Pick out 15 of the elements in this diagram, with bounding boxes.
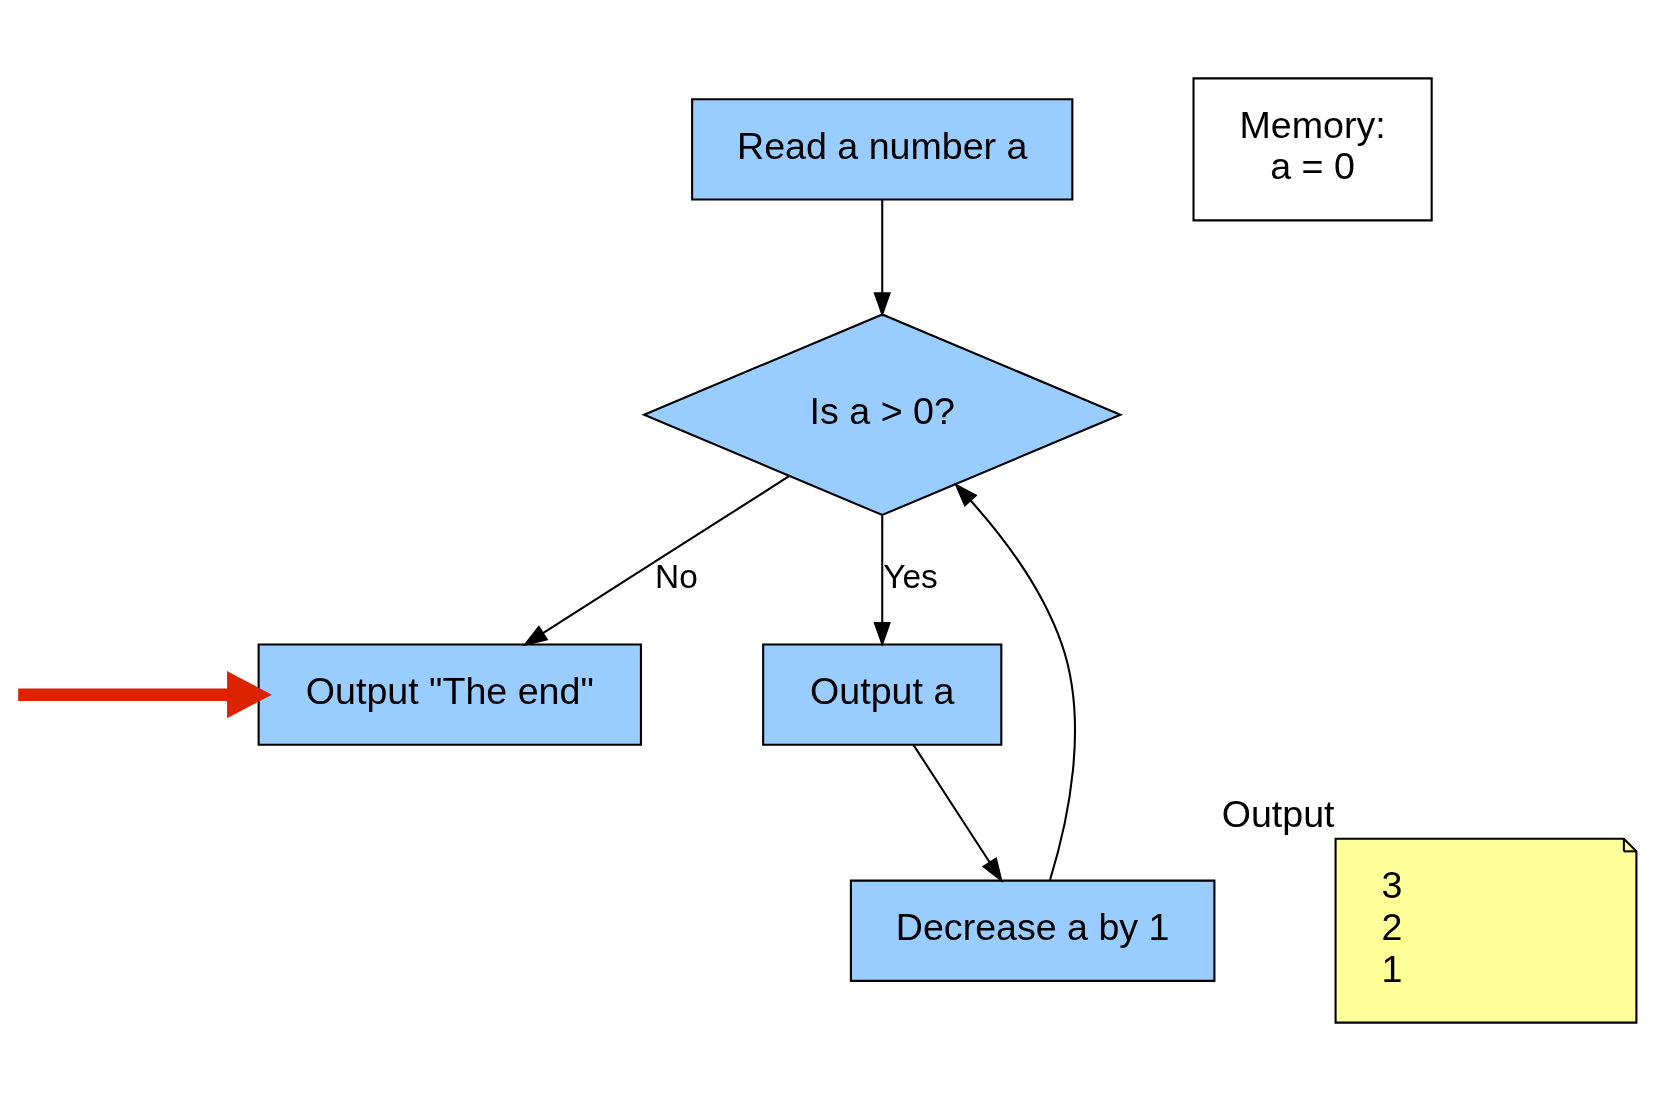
node-box: Read a number a (691, 98, 1074, 201)
node-diamond: Is a > 0? (641, 313, 1124, 517)
arrow (873, 515, 892, 648)
node-box: Memory: a = 0 (1192, 77, 1433, 222)
arrow (18, 671, 272, 719)
node-label: Output (1221, 793, 1335, 836)
edge-label: Yes (883, 557, 938, 595)
arrow (954, 482, 1076, 881)
node-box: Output a (762, 643, 1003, 746)
node-box: Decrease a by 1 (849, 879, 1216, 982)
arrow (912, 744, 1003, 883)
arrow (873, 200, 892, 318)
node-box: Output "The end" (257, 643, 642, 746)
arrow (522, 475, 791, 647)
edge-label: No (655, 557, 698, 595)
